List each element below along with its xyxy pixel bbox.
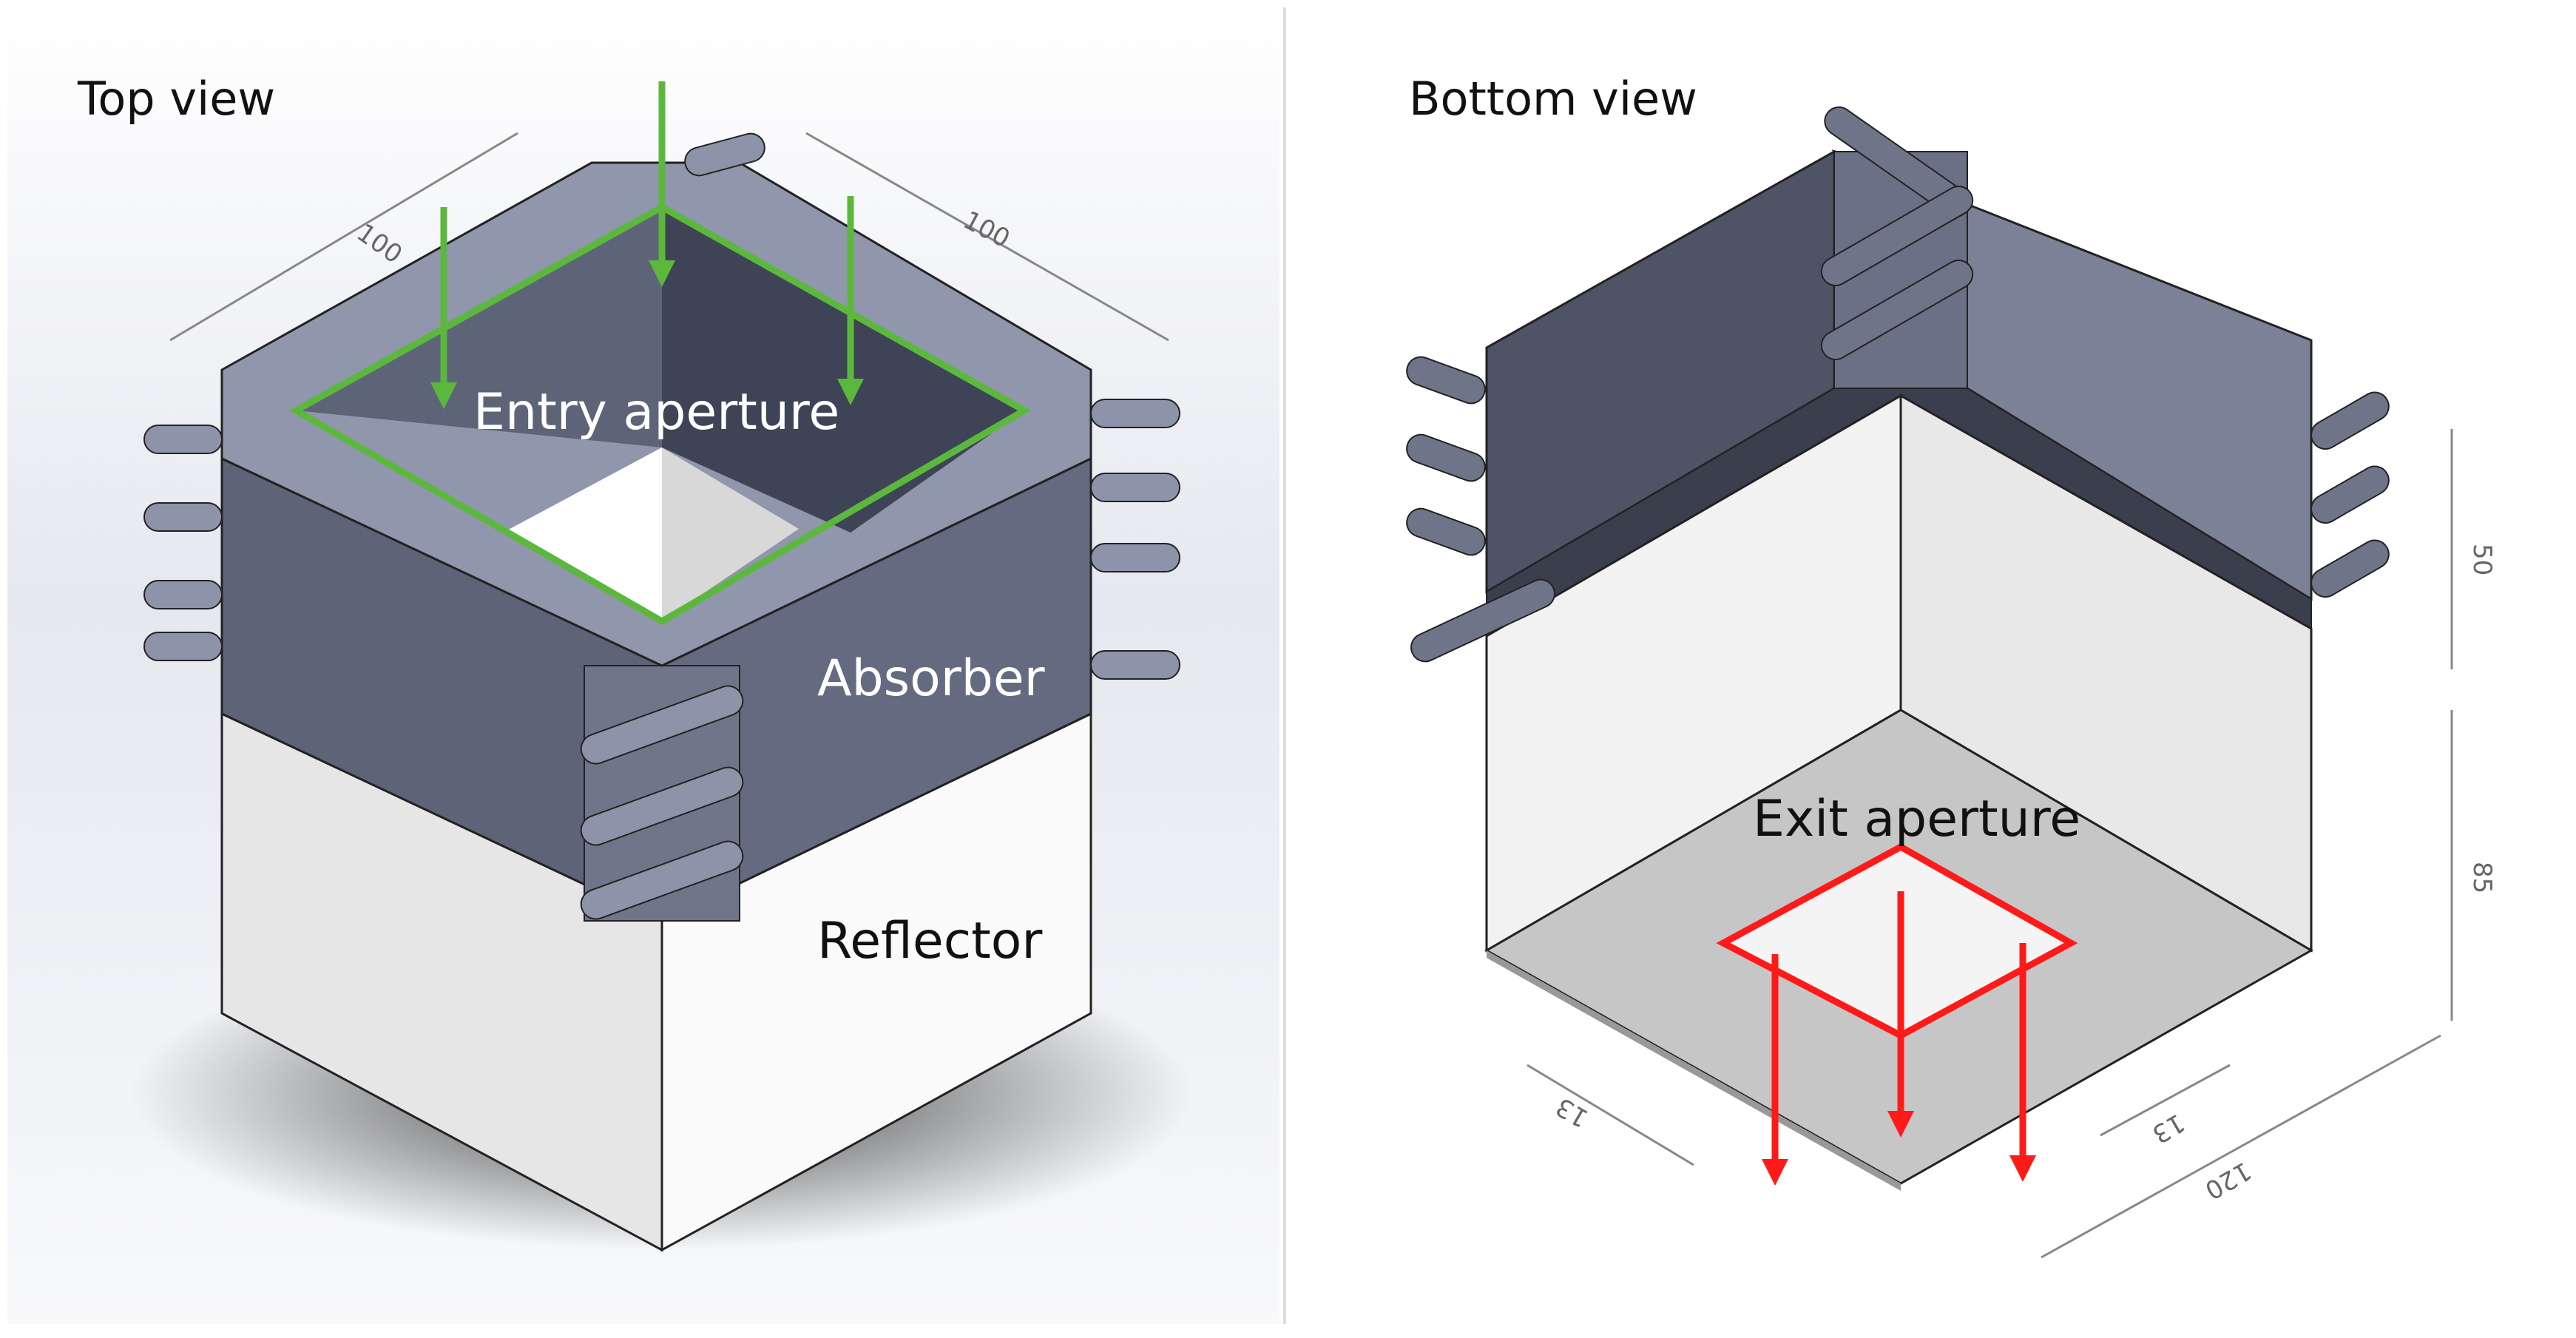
dim-absorber-height: 50 bbox=[2467, 544, 2497, 575]
pipe bbox=[2310, 391, 2390, 450]
bottom-right-pipes bbox=[2310, 391, 2390, 598]
cavity-inner-left-wall bbox=[296, 207, 662, 447]
pipe bbox=[1406, 507, 1486, 556]
top-view-panel: Top view bbox=[7, 7, 1279, 1324]
pipe bbox=[1820, 186, 1974, 286]
dim-line-exit-right bbox=[2100, 1064, 2231, 1137]
back-pipe bbox=[684, 132, 765, 177]
pipe bbox=[143, 580, 223, 609]
top-dimensions bbox=[169, 132, 1169, 342]
entry-arrows bbox=[430, 81, 864, 409]
bottom-left-pipes bbox=[1406, 356, 1555, 663]
cavity-inner-back-wall bbox=[662, 207, 1024, 533]
front-pipes bbox=[580, 685, 744, 920]
exit-arrows bbox=[1762, 891, 2036, 1186]
bottom-corner-pipes bbox=[1820, 106, 1974, 361]
entry-aperture-outline bbox=[288, 203, 1032, 626]
pipe bbox=[1820, 260, 1974, 361]
dim-line-exit-left bbox=[1527, 1064, 1694, 1166]
right-pipes bbox=[1090, 399, 1180, 680]
left-pipes bbox=[143, 425, 223, 661]
bottom-dimensions bbox=[1527, 429, 2453, 1259]
pipe bbox=[1410, 578, 1555, 663]
dim-line-left bbox=[169, 132, 518, 342]
pipe bbox=[580, 840, 744, 920]
absorber-label: Absorber bbox=[817, 649, 1045, 708]
dim-reflector-height: 85 bbox=[2467, 862, 2497, 893]
dim-line-right bbox=[805, 132, 1169, 342]
pipe bbox=[1090, 650, 1180, 680]
exit-aperture-label: Exit aperture bbox=[1753, 790, 2080, 848]
reflector-label: Reflector bbox=[817, 912, 1042, 970]
entry-aperture-label: Entry aperture bbox=[473, 383, 839, 442]
pipe bbox=[143, 425, 223, 454]
bottom-view-panel: Bottom view bbox=[1291, 7, 2569, 1324]
pipe bbox=[143, 502, 223, 532]
cavity-floor-right bbox=[662, 447, 799, 621]
pipe bbox=[143, 632, 223, 661]
bottom-view-title: Bottom view bbox=[1409, 72, 1697, 126]
pipe bbox=[580, 766, 744, 846]
pipe bbox=[1090, 473, 1180, 502]
top-view-title: Top view bbox=[77, 72, 275, 126]
pipe bbox=[1406, 356, 1486, 405]
pipe bbox=[1090, 543, 1180, 572]
pipe bbox=[1406, 433, 1486, 482]
exit-aperture-outline bbox=[1716, 842, 2078, 1040]
reflector-bottom-edge bbox=[1487, 950, 1901, 1191]
cavity-floor-left bbox=[503, 447, 662, 621]
pipe bbox=[580, 685, 744, 765]
pipe bbox=[1090, 399, 1180, 428]
pipe bbox=[2310, 465, 2390, 524]
dim-line-base bbox=[2041, 1034, 2441, 1259]
pipe bbox=[2310, 539, 2390, 598]
